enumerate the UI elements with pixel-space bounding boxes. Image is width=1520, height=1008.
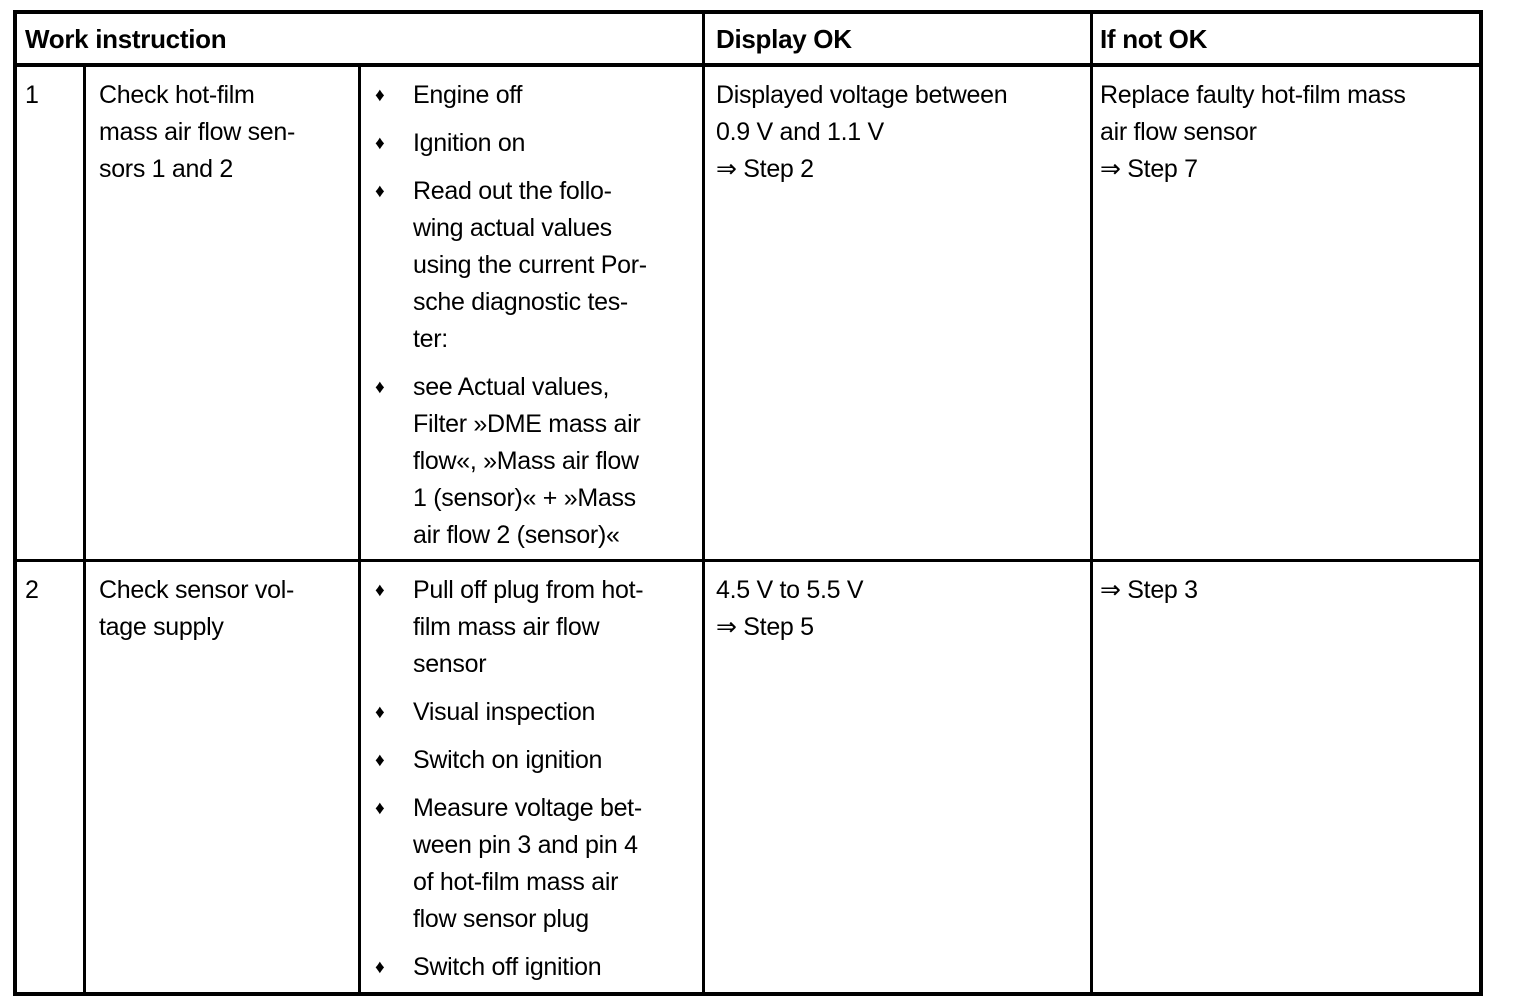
column-header-work-instruction: Work instruction — [17, 14, 705, 67]
bullet-icon: ♦ — [375, 85, 385, 106]
list-item: ♦ Switch on ignition — [375, 742, 700, 779]
list-item-text: Measure voltage bet- ween pin 3 and pin … — [413, 794, 642, 933]
bullet-icon: ♦ — [375, 580, 385, 601]
work-steps-list: ♦ Pull off plug from hot- film mass air … — [361, 562, 705, 992]
step-number: 2 — [17, 562, 86, 992]
list-item-text: Visual inspection — [413, 698, 596, 726]
bullet-icon: ♦ — [375, 957, 385, 978]
list-item: ♦ Engine off — [375, 77, 700, 114]
if-not-ok-cell: Replace faulty hot-film mass air flow se… — [1093, 67, 1479, 562]
list-item-text: Pull off plug from hot- film mass air fl… — [413, 576, 644, 678]
column-header-display-ok: Display OK — [705, 14, 1093, 67]
bullet-icon: ♦ — [375, 181, 385, 202]
work-steps-list: ♦ Engine off ♦ Ignition on ♦ Read out th… — [361, 67, 705, 562]
list-item-text: see Actual values, Filter »DME mass air … — [413, 373, 641, 549]
list-item: ♦ Pull off plug from hot- film mass air … — [375, 572, 700, 683]
column-header-if-not-ok: If not OK — [1093, 14, 1479, 67]
step-number: 1 — [17, 67, 86, 562]
display-ok-cell: Displayed voltage between 0.9 V and 1.1 … — [705, 67, 1093, 562]
bullet-icon: ♦ — [375, 702, 385, 723]
bullet-icon: ♦ — [375, 750, 385, 771]
bullet-icon: ♦ — [375, 798, 385, 819]
list-item-text: Read out the follo- wing actual values u… — [413, 177, 647, 353]
display-ok-cell: 4.5 V to 5.5 V ⇒ Step 5 — [705, 562, 1093, 992]
bullet-icon: ♦ — [375, 377, 385, 398]
task-description: Check sensor vol- tage supply — [86, 562, 361, 992]
task-description: Check hot-film mass air flow sen- sors 1… — [86, 67, 361, 562]
list-item: ♦ Ignition on — [375, 125, 700, 162]
list-item: ♦ see Actual values, Filter »DME mass ai… — [375, 369, 700, 554]
list-item: ♦ Measure voltage bet- ween pin 3 and pi… — [375, 790, 700, 938]
list-item-text: Ignition on — [413, 129, 526, 157]
bullet-icon: ♦ — [375, 133, 385, 154]
list-item-text: Switch off ignition — [413, 953, 602, 981]
diagnostic-table: Work instruction Display OK If not OK 1 … — [13, 10, 1483, 996]
list-item-text: Engine off — [413, 81, 523, 109]
list-item: ♦ Read out the follo- wing actual values… — [375, 173, 700, 358]
list-item: ♦ Visual inspection — [375, 694, 700, 731]
list-item-text: Switch on ignition — [413, 746, 603, 774]
if-not-ok-cell: ⇒ Step 3 — [1100, 576, 1198, 604]
list-item: ♦ Switch off ignition — [375, 949, 700, 986]
